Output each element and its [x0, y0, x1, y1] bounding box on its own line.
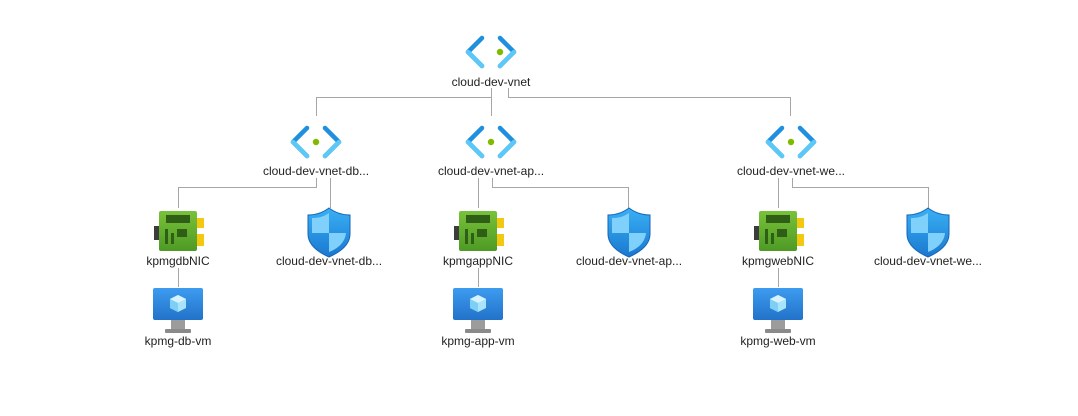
node-nic-web[interactable]: kpmgwebNIC	[742, 211, 814, 268]
connector-root-to-subnet-db	[316, 88, 492, 116]
network-security-group-icon	[906, 207, 950, 258]
node-subnet-app[interactable]: cloud-dev-vnet-ap...	[438, 125, 544, 178]
subnet-web-label: cloud-dev-vnet-we...	[737, 164, 845, 178]
nic-web-label: kpmgwebNIC	[742, 254, 814, 268]
node-subnet-db[interactable]: cloud-dev-vnet-db...	[263, 125, 369, 178]
node-root-vnet[interactable]: cloud-dev-vnet	[452, 35, 531, 89]
vm-app-label: kpmg-app-vm	[441, 334, 514, 348]
virtual-machine-icon	[753, 288, 803, 333]
subnet-app-label: cloud-dev-vnet-ap...	[438, 164, 544, 178]
vm-db-label: kpmg-db-vm	[145, 334, 212, 348]
node-nic-app[interactable]: kpmgappNIC	[443, 211, 513, 268]
connector-subnet-web-to-nsg	[792, 178, 929, 208]
subnet-db-label: cloud-dev-vnet-db...	[263, 164, 369, 178]
node-vm-app[interactable]: kpmg-app-vm	[441, 288, 515, 348]
node-nsg-web[interactable]: cloud-dev-vnet-we...	[874, 207, 982, 268]
subnet-icon	[290, 125, 342, 159]
connector-root-to-subnet-web	[508, 88, 791, 116]
network-interface-icon	[454, 211, 504, 251]
node-nic-db[interactable]: kpmgdbNIC	[146, 211, 210, 268]
connector-subnet-app-to-nsg	[492, 178, 629, 208]
connector-subnet-db-to-nic	[178, 178, 317, 208]
node-subnet-web[interactable]: cloud-dev-vnet-we...	[737, 125, 845, 178]
subnet-icon	[465, 125, 517, 159]
node-nsg-app[interactable]: cloud-dev-vnet-ap...	[576, 207, 682, 268]
node-vm-db[interactable]: kpmg-db-vm	[145, 288, 212, 348]
nsg-web-label: cloud-dev-vnet-we...	[874, 254, 982, 268]
nic-db-label: kpmgdbNIC	[146, 254, 210, 268]
virtual-machine-icon	[153, 288, 203, 333]
virtual-machine-icon	[453, 288, 503, 333]
node-nsg-db[interactable]: cloud-dev-vnet-db...	[276, 207, 382, 268]
network-interface-icon	[154, 211, 204, 251]
nsg-app-label: cloud-dev-vnet-ap...	[576, 254, 682, 268]
node-vm-web[interactable]: kpmg-web-vm	[740, 288, 816, 348]
nsg-db-label: cloud-dev-vnet-db...	[276, 254, 382, 268]
network-security-group-icon	[307, 207, 351, 258]
vm-web-label: kpmg-web-vm	[740, 334, 815, 348]
root-vnet-label: cloud-dev-vnet	[452, 75, 531, 89]
nic-app-label: kpmgappNIC	[443, 254, 513, 268]
network-interface-icon	[754, 211, 804, 251]
virtual-network-icon	[465, 35, 517, 69]
subnet-icon	[765, 125, 817, 159]
connector-lines	[178, 88, 929, 287]
network-security-group-icon	[607, 207, 651, 258]
